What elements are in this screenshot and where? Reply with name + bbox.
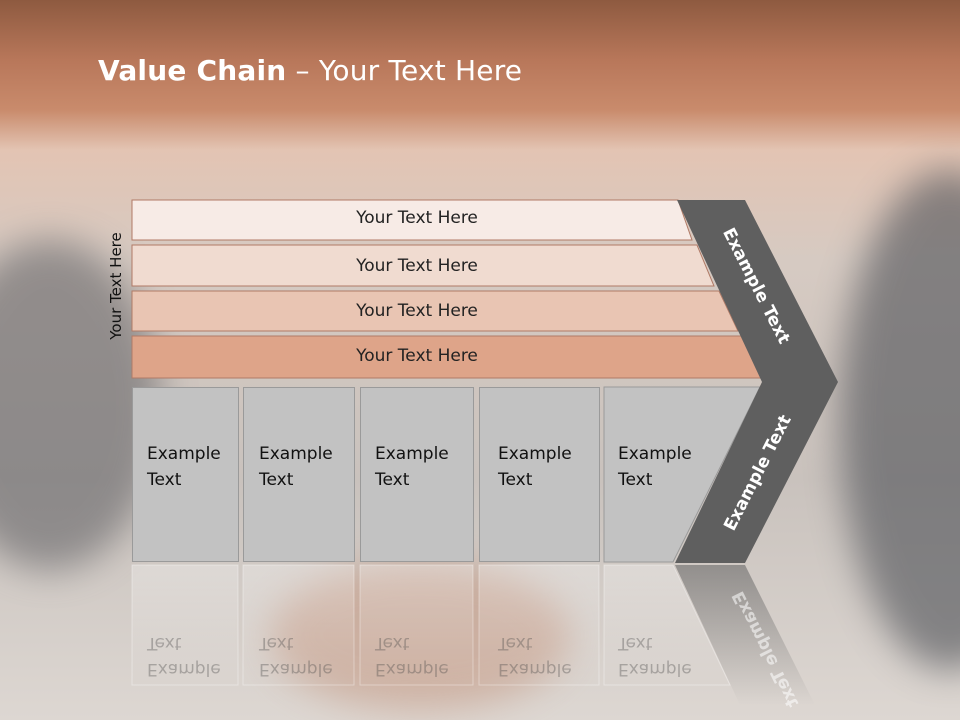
chevron-upper xyxy=(677,200,838,382)
band-2 xyxy=(131,244,715,287)
box-5-reflection xyxy=(603,564,731,686)
band-1-label: Your Text Here xyxy=(356,208,478,228)
box-3-reflection-text: Example Text xyxy=(375,630,449,682)
box-3-line1: Example xyxy=(375,444,449,464)
band-4-label: Your Text Here xyxy=(356,346,478,366)
box-2-refl-line2: Text xyxy=(259,633,294,653)
box-3-reflection xyxy=(359,564,474,686)
band-2-label: Your Text Here xyxy=(356,256,478,276)
band-3-label: Your Text Here xyxy=(356,301,478,321)
box-1-line1: Example xyxy=(147,444,221,464)
box-1 xyxy=(132,387,239,562)
title-bold: Value Chain xyxy=(98,54,287,87)
slide-title: Value Chain – Your Text Here xyxy=(98,54,522,87)
box-3 xyxy=(360,387,474,562)
box-4-reflection-text: Example Text xyxy=(498,630,572,682)
band-1 xyxy=(131,199,693,241)
title-rest: – Your Text Here xyxy=(286,54,523,87)
box-4-reflection xyxy=(478,564,600,686)
box-1-line2: Text xyxy=(147,470,182,490)
box-1-reflection xyxy=(131,564,239,686)
box-3-refl-line1: Example xyxy=(375,659,449,679)
band-3 xyxy=(131,290,739,332)
box-4-refl-line2: Text xyxy=(498,633,533,653)
box-5-reflection-text: Example Text xyxy=(618,630,692,682)
box-2-line1: Example xyxy=(259,444,333,464)
box-2-refl-line1: Example xyxy=(259,659,333,679)
box-4 xyxy=(479,387,600,562)
chevron-lower xyxy=(675,382,838,563)
box-2-reflection-text: Example Text xyxy=(259,630,333,682)
box-4-line2: Text xyxy=(498,470,533,490)
box-4-refl-line1: Example xyxy=(498,659,572,679)
box-3-line2: Text xyxy=(375,470,410,490)
box-5-refl-line2: Text xyxy=(618,633,653,653)
box-3-refl-line2: Text xyxy=(375,633,410,653)
box-2 xyxy=(243,387,355,562)
box-1-reflection-text: Example Text xyxy=(147,630,221,682)
box-5-line2: Text xyxy=(618,470,653,490)
box-5-refl-line1: Example xyxy=(618,659,692,679)
box-4-line1: Example xyxy=(498,444,572,464)
box-2-line2: Text xyxy=(259,470,294,490)
box-1-refl-line2: Text xyxy=(147,633,182,653)
box-5-line1: Example xyxy=(618,444,692,464)
chevron-reflection xyxy=(675,565,815,705)
box-2-reflection xyxy=(242,564,355,686)
box-1-refl-line1: Example xyxy=(147,659,221,679)
box-5-shape xyxy=(603,386,761,563)
